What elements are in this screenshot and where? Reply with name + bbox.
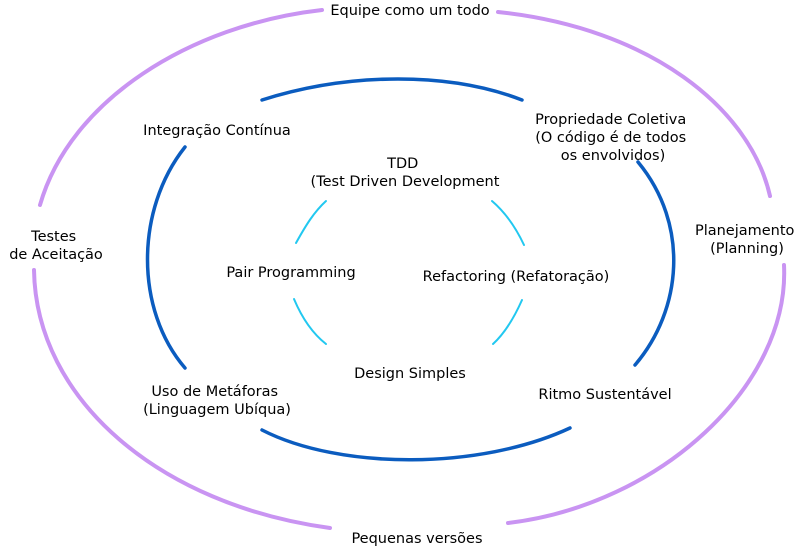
label-equipe-como-um-todo: Equipe como um todo [330,3,489,19]
label-line: Pequenas versões [351,531,482,547]
label-line: Pair Programming [226,265,355,281]
label-line: Integração Contínua [143,123,291,139]
label-line: de Aceitação [9,247,103,263]
label-pequenas-versoes: Pequenas versões [351,531,482,547]
label-design-simples: Design Simples [354,366,466,382]
outer-ring-arc-top-right [496,10,772,198]
inner-ring-arc-bottom-left [293,298,327,345]
label-integracao-continua: Integração Contínua [143,123,291,139]
label-line: Design Simples [354,366,466,382]
outer-ring-labels: Equipe como um todo Planejamento (Planni… [9,3,799,547]
label-line: (O código é de todos [535,130,686,146]
middle-ring-arc-top [260,77,524,102]
label-refactoring: Refactoring (Refatoração) [423,269,610,285]
label-line: Ritmo Sustentável [538,387,671,403]
inner-ring-labels: TDD (Test Driven Development Refactoring… [226,156,609,382]
label-line: (Test Driven Development [311,174,500,190]
label-line: (Planning) [710,241,784,257]
label-planejamento: Planejamento (Planning) [695,223,799,257]
label-line: Refactoring (Refatoração) [423,269,610,285]
outer-ring-arc-bottom-left [32,268,332,530]
label-line: TDD [386,156,418,172]
label-pair-programming: Pair Programming [226,265,355,281]
inner-ring [293,200,525,345]
middle-ring [145,77,676,462]
inner-ring-arc-bottom-right [492,299,523,345]
inner-ring-arc-top-right [491,200,525,246]
label-line: Uso de Metáforas [151,384,278,400]
middle-ring-arc-left [145,145,187,370]
middle-ring-arc-bottom [260,426,572,462]
label-line: Equipe como um todo [330,3,489,19]
outer-ring-arc-bottom-right [506,263,787,525]
middle-ring-labels: Integração Contínua Propriedade Coletiva… [143,112,691,418]
label-propriedade-coletiva: Propriedade Coletiva (O código é de todo… [535,112,691,164]
label-tdd: TDD (Test Driven Development [311,156,500,190]
label-testes-de-aceitacao: Testes de Aceitação [9,229,103,263]
inner-ring-arc-top-left [295,200,327,244]
label-line: (Linguagem Ubíqua) [143,402,291,418]
label-line: Propriedade Coletiva [535,112,686,128]
label-uso-de-metaforas: Uso de Metáforas (Linguagem Ubíqua) [143,384,291,418]
outer-ring-arc-top-left [38,8,324,207]
label-line: Testes [30,229,76,245]
label-line: Planejamento [695,223,795,239]
label-line: os envolvidos) [561,148,666,164]
label-ritmo-sustentavel: Ritmo Sustentável [538,387,671,403]
outer-ring [32,8,787,530]
middle-ring-arc-right [633,160,676,367]
